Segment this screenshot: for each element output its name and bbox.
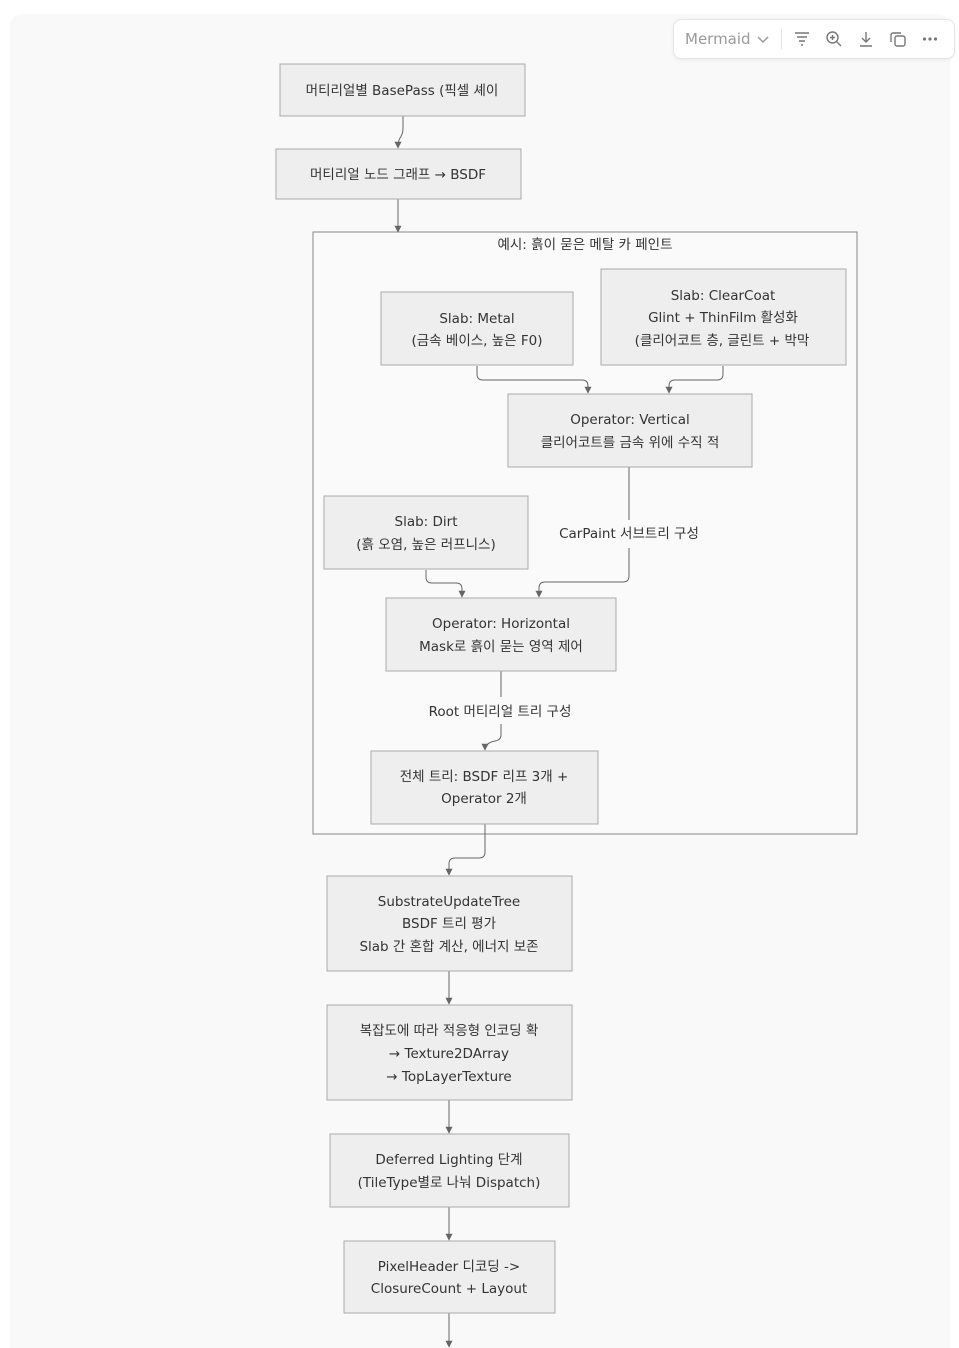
- node-full-tree[interactable]: 전체 트리: BSDF 리프 3개 + Operator 2개: [370, 750, 599, 825]
- node-operator-horizontal-line-2: Mask로 흙이 묻는 영역 제어: [419, 639, 583, 655]
- node-update-tree-line-2: BSDF 트리 평가: [402, 916, 496, 932]
- toolbar-divider: [781, 29, 782, 49]
- edge-clearcoat-to-vertical: [665, 366, 724, 394]
- node-slab-clearcoat-line-3: (클리어코트 층, 글린트 + 박막: [635, 333, 810, 349]
- node-adaptive-encoding-line-1: 복잡도에 따라 적응형 인코딩 확: [360, 1023, 539, 1039]
- node-deferred-lighting[interactable]: Deferred Lighting 단계 (TileType별로 나눠 Disp…: [329, 1133, 570, 1208]
- diagram-type-label: Mermaid: [685, 30, 751, 48]
- copy-button[interactable]: [882, 23, 914, 55]
- download-icon: [860, 32, 872, 47]
- node-operator-horizontal[interactable]: Operator: Horizontal Mask로 흙이 묻는 영역 제어: [385, 597, 617, 672]
- diagram-type-select[interactable]: Mermaid: [674, 30, 781, 48]
- edge-full-to-update: [445, 824, 486, 876]
- node-pixelheader-line-1: PixelHeader 디코딩 ->: [378, 1259, 520, 1275]
- zoom-in-icon: [826, 31, 842, 47]
- node-operator-vertical-line-2: 클리어코트를 금속 위에 수직 적: [541, 435, 720, 451]
- node-slab-metal-line-2: (금속 베이스, 높은 F0): [412, 333, 543, 349]
- node-slab-clearcoat-line-2: Glint + ThinFilm 활성화: [648, 310, 798, 326]
- edge-vertical-to-horizontal-b: [535, 548, 630, 598]
- copy-icon: [890, 32, 906, 47]
- node-pixelheader[interactable]: PixelHeader 디코딩 -> ClosureCount + Layout: [343, 1240, 556, 1314]
- edge-label-root: Root 머티리얼 트리 구성: [429, 704, 572, 720]
- filter-icon: [795, 32, 809, 46]
- node-operator-vertical[interactable]: Operator: Vertical 클리어코트를 금속 위에 수직 적: [507, 393, 753, 468]
- edge-basepass-to-graph: [394, 116, 404, 149]
- subgraph-title: 예시: 흙이 묻은 메탈 카 페인트: [497, 237, 672, 253]
- node-update-tree-line-3: Slab 간 혼합 계산, 에너지 보존: [359, 939, 538, 955]
- edge-horizontal-to-full-b: [481, 724, 502, 751]
- node-basepass[interactable]: 머티리얼별 BasePass (픽셀 셰이: [279, 63, 526, 117]
- node-material-graph[interactable]: 머티리얼 노드 그래프 → BSDF: [275, 148, 522, 200]
- node-slab-dirt[interactable]: Slab: Dirt (흙 오염, 높은 러프니스): [323, 495, 529, 570]
- zoom-in-button[interactable]: [818, 23, 850, 55]
- node-adaptive-encoding-line-2: → Texture2DArray: [389, 1046, 509, 1062]
- filter-button[interactable]: [786, 23, 818, 55]
- node-pixelheader-line-2: ClosureCount + Layout: [371, 1281, 527, 1297]
- node-slab-metal-line-1: Slab: Metal: [439, 311, 514, 327]
- node-slab-dirt-line-2: (흙 오염, 높은 러프니스): [356, 537, 495, 553]
- more-button[interactable]: [914, 23, 946, 55]
- edge-metal-to-vertical: [476, 366, 592, 394]
- node-adaptive-encoding-line-3: → TopLayerTexture: [386, 1069, 511, 1085]
- download-button[interactable]: [850, 23, 882, 55]
- node-slab-metal[interactable]: Slab: Metal (금속 베이스, 높은 F0): [380, 291, 574, 366]
- node-full-tree-line-1: 전체 트리: BSDF 리프 3개 +: [400, 769, 569, 785]
- node-full-tree-line-2: Operator 2개: [441, 791, 527, 807]
- node-slab-clearcoat[interactable]: Slab: ClearCoat Glint + ThinFilm 활성화 (클리…: [600, 268, 847, 366]
- edge-dirt-to-horizontal: [425, 570, 466, 598]
- edge-label-carpaint: CarPaint 서브트리 구성: [559, 526, 699, 542]
- node-basepass-line-1: 머티리얼별 BasePass (픽셀 셰이: [306, 83, 499, 99]
- node-operator-vertical-line-1: Operator: Vertical: [570, 412, 690, 428]
- node-deferred-lighting-line-1: Deferred Lighting 단계: [375, 1152, 522, 1168]
- node-slab-dirt-line-1: Slab: Dirt: [395, 514, 458, 530]
- node-material-graph-line-1: 머티리얼 노드 그래프 → BSDF: [310, 167, 486, 183]
- node-adaptive-encoding[interactable]: 복잡도에 따라 적응형 인코딩 확 → Texture2DArray → Top…: [326, 1004, 573, 1101]
- chevron-down-icon: [757, 36, 769, 44]
- node-deferred-lighting-line-2: (TileType별로 나눠 Dispatch): [358, 1175, 541, 1191]
- node-update-tree[interactable]: SubstrateUpdateTree BSDF 트리 평가 Slab 간 혼합…: [326, 875, 573, 972]
- node-slab-clearcoat-line-1: Slab: ClearCoat: [671, 288, 776, 304]
- diagram-toolbar: Mermaid: [673, 19, 955, 59]
- node-operator-horizontal-line-1: Operator: Horizontal: [432, 616, 570, 632]
- node-update-tree-line-1: SubstrateUpdateTree: [378, 894, 520, 910]
- more-icon: [922, 37, 938, 41]
